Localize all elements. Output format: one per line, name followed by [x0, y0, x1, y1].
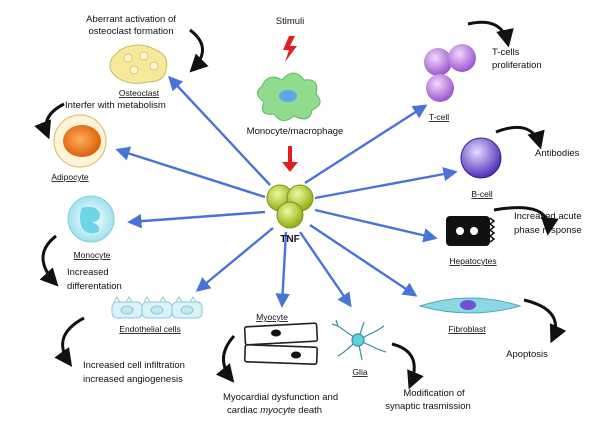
glia-curved-arrow [391, 342, 424, 390]
monocyte-icon [67, 195, 115, 243]
fibroblast-icon [418, 297, 522, 314]
monocyte-cell-label: Monocyte [74, 250, 111, 260]
arrow-to-endothelial [195, 227, 274, 292]
osteoclast-curved-arrow [189, 28, 209, 73]
osteoclast-effect-line2: osteoclast formation [88, 26, 173, 37]
myocyte-effect-line2: cardiac myocyte death [227, 405, 322, 416]
myocyte-effect-part1: cardiac [227, 405, 258, 416]
endothelial-cell-label: Endothelial cells [119, 324, 180, 334]
endothelial-effect-line2: increased angiogenesis [83, 374, 183, 385]
myocyte-effect-line1: Myocardial dysfunction and [223, 392, 338, 403]
adipocyte-curved-arrow [34, 102, 65, 140]
adipocyte-icon [53, 114, 107, 168]
osteoclast-effect-line1: Aberrant activation of [86, 14, 176, 25]
arrow-to-monocyte [127, 210, 266, 229]
bcell-cell-label: B-cell [471, 189, 492, 199]
monocyte-curved-arrow [39, 234, 59, 287]
hepatocytes-effect-line1: Increased acute [514, 211, 582, 222]
osteoclast-cell-label: Osteoclast [119, 88, 160, 98]
myocyte-icon [243, 322, 319, 365]
stimulus-to-tnf-arrow [282, 146, 298, 172]
monocyte-effect-line1: Increased [67, 267, 109, 278]
monocyte-effect-line2: differentation [67, 281, 122, 292]
glia-effect-line2: synaptic trasmission [385, 401, 471, 412]
osteoclast-icon [109, 44, 168, 84]
arrow-to-adipocyte [115, 146, 266, 199]
fibroblast-cell-label: Fibroblast [448, 324, 486, 334]
arrow-to-tcell [304, 104, 428, 185]
endothelial-curved-arrow [54, 316, 85, 367]
adipocyte-cell-label: Adipocyte [51, 172, 89, 182]
myocyte-effect-italic: myocyte [260, 405, 295, 416]
stimulus-lightning-icon [283, 36, 297, 62]
stimuli-label: Stimuli [276, 16, 305, 27]
hepatocytes-cell-label: Hepatocytes [449, 256, 496, 266]
tcell-curved-arrow [467, 20, 514, 48]
tnf-arrows [115, 75, 458, 308]
arrow-to-glia [299, 231, 352, 308]
tnf-trimer-icon [266, 184, 314, 229]
tcell-cell-label: T-cell [429, 112, 449, 122]
bcell-effect: Antibodies [535, 148, 580, 159]
arrow-to-myocyte [275, 231, 290, 308]
glia-icon [331, 319, 387, 361]
adipocyte-effect: Interfer with metabolism [65, 100, 166, 111]
fibroblast-effect: Apoptosis [506, 349, 548, 360]
arrow-to-hepatocytes [314, 208, 438, 243]
endothelial-effect-line1: Increased cell infiltration [83, 360, 185, 371]
source-cell-label: Monocyte/macrophage [247, 126, 344, 137]
bcell-icon [460, 137, 502, 179]
tcell-icon [424, 44, 476, 102]
tcell-effect-line2: proliferation [492, 60, 542, 71]
arrow-to-osteoclast [168, 75, 271, 186]
macrophage-icon [257, 72, 321, 121]
hepatocytes-effect-line2: phase response [514, 225, 582, 236]
tcell-effect-line1: T-cells [492, 47, 520, 58]
hepatocyte-icon [446, 216, 496, 246]
arrow-to-bcell [314, 167, 458, 200]
myocyte-effect-part3: death [298, 405, 322, 416]
bcell-curved-arrow [495, 125, 545, 150]
hepatocytes-curved-arrow [493, 206, 559, 236]
myocyte-cell-label: Myocyte [256, 312, 288, 322]
myocyte-curved-arrow [215, 334, 236, 383]
arrow-to-fibroblast [309, 224, 418, 297]
tnf-label: TNF [280, 234, 299, 245]
glia-cell-label: Glia [352, 367, 367, 377]
fibroblast-curved-arrow [523, 298, 567, 344]
glia-effect-line1: Modification of [403, 388, 465, 399]
endothelial-icon [111, 296, 203, 319]
